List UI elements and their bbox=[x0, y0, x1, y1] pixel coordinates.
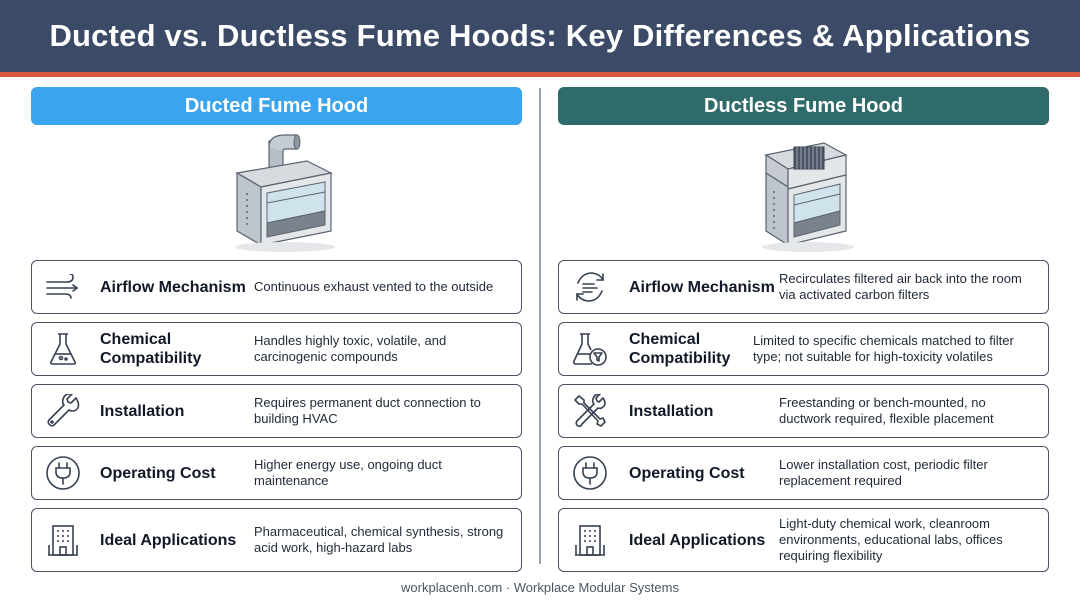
ducted-column: Ducted Fume Hood bbox=[31, 87, 522, 580]
installation-label: Installation bbox=[100, 402, 185, 420]
ductless-row-operating-cost: Operating Cost Lower installation cost, … bbox=[558, 446, 1049, 500]
ductless-row-airflow: Airflow Mechanism Recirculates filtered … bbox=[558, 260, 1049, 314]
building-icon bbox=[559, 523, 621, 557]
applications-label: Ideal Applications bbox=[629, 531, 766, 549]
airflow-desc: Continuous exhaust vented to the outside bbox=[254, 279, 494, 294]
ductless-fume-hood-illustration bbox=[558, 125, 1049, 260]
plug-icon bbox=[32, 455, 94, 491]
page-title: Ducted vs. Ductless Fume Hoods: Key Diff… bbox=[49, 18, 1031, 53]
ductless-row-chemical: Chemical Compatibility Limited to specif… bbox=[558, 322, 1049, 376]
plug-icon bbox=[559, 455, 621, 491]
airflow-label: Airflow Mechanism bbox=[100, 278, 246, 296]
installation-label: Installation bbox=[629, 402, 714, 420]
column-divider bbox=[539, 88, 541, 564]
applications-label: Ideal Applications bbox=[100, 531, 237, 549]
tools-icon bbox=[559, 394, 621, 428]
flask-icon bbox=[32, 332, 94, 366]
ducted-row-installation: Installation Requires permanent duct con… bbox=[31, 384, 522, 438]
building-icon bbox=[32, 523, 94, 557]
page-header: Ducted vs. Ductless Fume Hoods: Key Diff… bbox=[0, 0, 1080, 72]
ductless-row-applications: Ideal Applications Light-duty chemical w… bbox=[558, 508, 1049, 572]
ducted-row-airflow: Airflow Mechanism Continuous exhaust ven… bbox=[31, 260, 522, 314]
ducted-row-applications: Ideal Applications Pharmaceutical, chemi… bbox=[31, 508, 522, 572]
ductless-column: Ductless Fume Hood bbox=[558, 87, 1049, 580]
operating-cost-label: Operating Cost bbox=[629, 464, 745, 482]
ductless-column-title: Ductless Fume Hood bbox=[558, 87, 1049, 125]
airflow-label: Airflow Mechanism bbox=[629, 278, 775, 296]
ducted-fume-hood-illustration bbox=[31, 125, 522, 260]
chemical-desc: Handles highly toxic, volatile, and carc… bbox=[254, 333, 447, 364]
ducted-row-chemical: Chemical Compatibility Handles highly to… bbox=[31, 322, 522, 376]
installation-desc: Requires permanent duct connection to bu… bbox=[254, 395, 481, 426]
operating-cost-desc: Higher energy use, ongoing duct maintena… bbox=[254, 457, 442, 488]
wrench-icon bbox=[32, 394, 94, 428]
applications-desc: Light-duty chemical work, cleanroom envi… bbox=[779, 516, 1003, 563]
ducted-column-title: Ducted Fume Hood bbox=[31, 87, 522, 125]
footer-credit: workplacenh.com · Workplace Modular Syst… bbox=[401, 580, 679, 595]
chemical-label: Chemical Compatibility bbox=[100, 331, 202, 367]
header-accent-stripe bbox=[0, 72, 1080, 77]
airflow-desc: Recirculates filtered air back into the … bbox=[779, 271, 1022, 302]
operating-cost-desc: Lower installation cost, periodic filter… bbox=[779, 457, 988, 488]
applications-desc: Pharmaceutical, chemical synthesis, stro… bbox=[254, 524, 504, 555]
flask-filter-icon bbox=[559, 332, 621, 366]
airflow-icon bbox=[32, 274, 94, 300]
ductless-row-installation: Installation Freestanding or bench-mount… bbox=[558, 384, 1049, 438]
recirculate-icon bbox=[559, 269, 621, 305]
chemical-desc: Limited to specific chemicals matched to… bbox=[753, 333, 1014, 364]
installation-desc: Freestanding or bench-mounted, no ductwo… bbox=[779, 395, 994, 426]
operating-cost-label: Operating Cost bbox=[100, 464, 216, 482]
ducted-row-operating-cost: Operating Cost Higher energy use, ongoin… bbox=[31, 446, 522, 500]
chemical-label: Chemical Compatibility bbox=[629, 331, 731, 367]
